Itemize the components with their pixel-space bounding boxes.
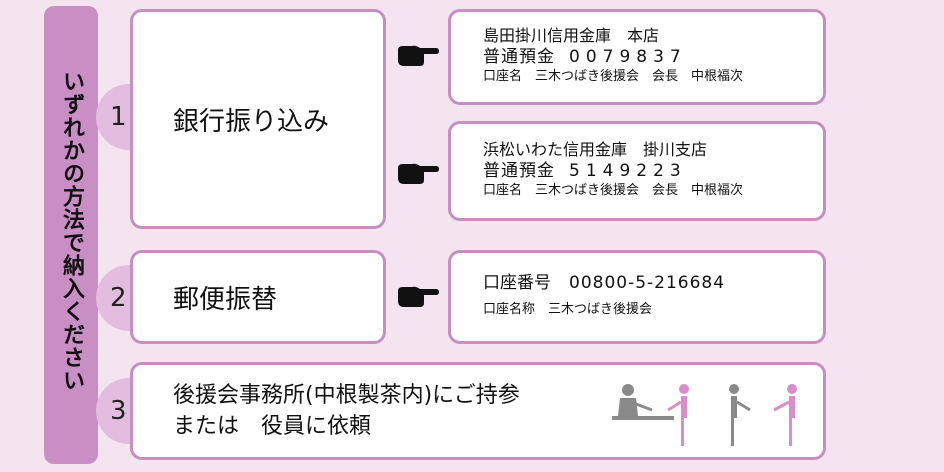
bank-account-card-2: 浜松いわた信用金庫 掛川支店 普通預金 5149223 口座名 三木つばき後援会 … [448, 121, 826, 221]
postal-account-label: 口座番号 [483, 273, 551, 293]
account-type: 普通預金 [483, 161, 555, 181]
method-postal-transfer: 郵便振替 [130, 250, 386, 344]
pointing-hand-icon [398, 286, 439, 307]
account-number-row: 普通預金 0079837 [483, 46, 823, 68]
account-number: 5149223 [569, 161, 687, 181]
side-label: いずれかの方法で納入ください [59, 70, 84, 392]
postal-account-number: 00800-5-216684 [569, 273, 726, 293]
in-person-line-2: または 役員に依頼 [173, 414, 372, 439]
postal-account-card: 口座番号 00800-5-216684 口座名称 三木つばき後援会 [448, 250, 826, 344]
method-bank-transfer: 銀行振り込み [130, 9, 386, 229]
account-number-row: 普通預金 5149223 [483, 160, 823, 182]
side-bar [44, 6, 98, 464]
bank-name: 浜松いわた信用金庫 掛川支店 [483, 140, 708, 159]
pointing-hand-icon [398, 163, 439, 184]
method-label-bank: 銀行振り込み [173, 106, 330, 137]
bank-account-card-1: 島田掛川信用金庫 本店 普通預金 0079837 口座名 三木つばき後援会 会長 … [448, 9, 826, 105]
account-type: 普通預金 [483, 47, 555, 67]
in-person-line-1: 後援会事務所(中根製茶内)にご持参 [173, 383, 520, 408]
people-handing-over-icon [612, 384, 797, 446]
account-number: 0079837 [569, 47, 687, 67]
account-holder: 口座名 三木つばき後援会 会長 中根福次 [483, 69, 744, 84]
account-holder: 口座名 三木つばき後援会 会長 中根福次 [483, 183, 744, 198]
method-label-postal: 郵便振替 [173, 284, 278, 315]
method-in-person: 後援会事務所(中根製茶内)にご持参 または 役員に依頼 [130, 362, 826, 460]
postal-account-row: 口座番号 00800-5-216684 [483, 271, 823, 295]
bank-name: 島田掛川信用金庫 本店 [483, 26, 660, 45]
pointing-hand-icon [398, 45, 439, 66]
postal-account-holder: 口座名称 三木つばき後援会 [483, 302, 653, 317]
